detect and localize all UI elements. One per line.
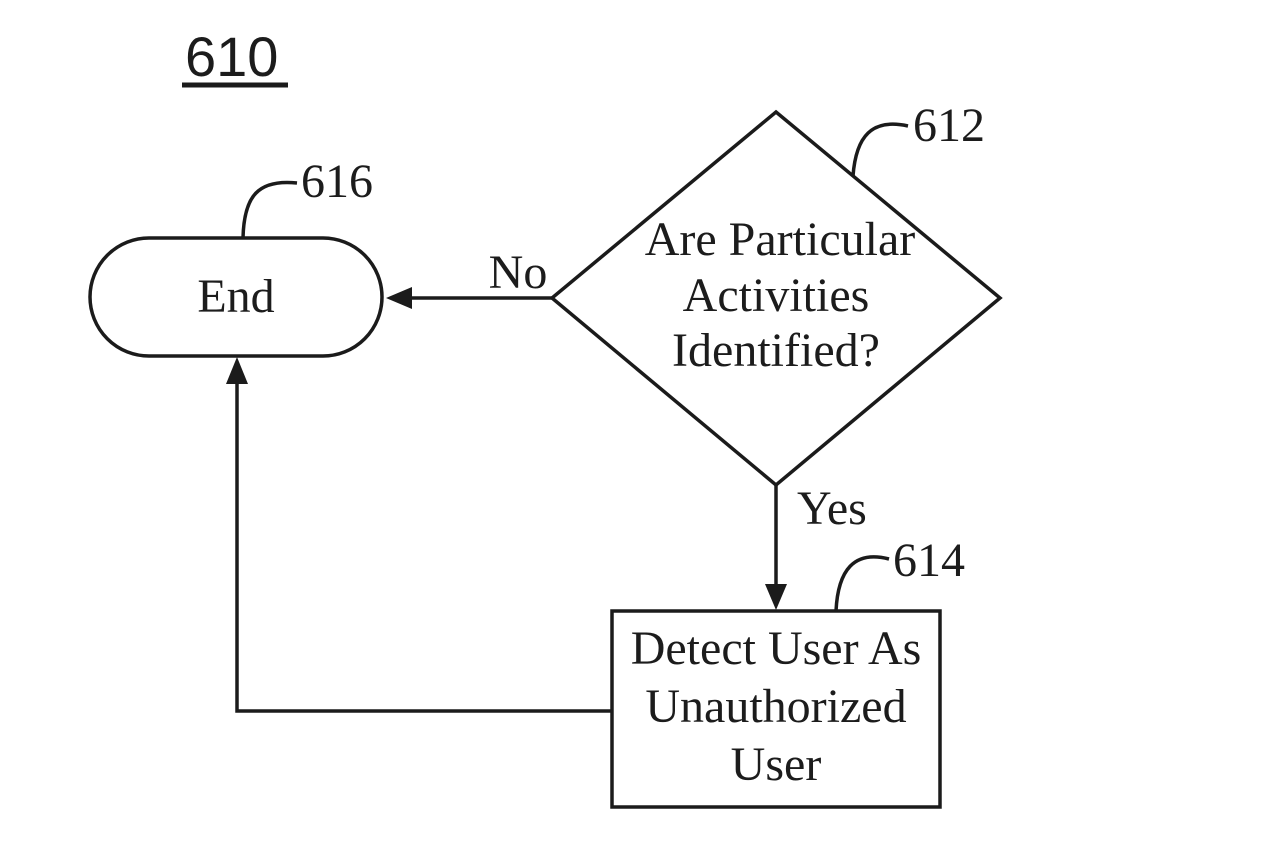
edge-no-label: No [489,246,548,299]
edge-no-arrowhead [386,287,412,309]
process-text-line1: Detect User As [631,622,922,675]
figure-number-label: 610 [185,25,278,88]
edge-yes-label: Yes [797,482,867,535]
process-box [610,609,942,809]
ref-label-614: 614 [893,534,965,587]
ref-label-612: 612 [913,99,985,152]
decision-text-line2: Activities [683,269,870,322]
ref-leader-616 [241,180,298,239]
ref-leader-614 [834,555,890,612]
edge-yes-arrowhead [765,584,787,610]
end-terminator [88,236,384,358]
edge-feedback-line [235,380,612,713]
ref-leader-612 [851,122,909,177]
edge-feedback-arrowhead [226,357,248,384]
decision-text-line3: Identified? [672,324,880,377]
process-text-line2: Unauthorized [645,680,906,733]
ref-label-616: 616 [301,155,373,208]
decision-text-line1: Are Particular [645,213,916,266]
end-text: End [197,270,274,323]
process-text-line3: User [731,738,822,791]
